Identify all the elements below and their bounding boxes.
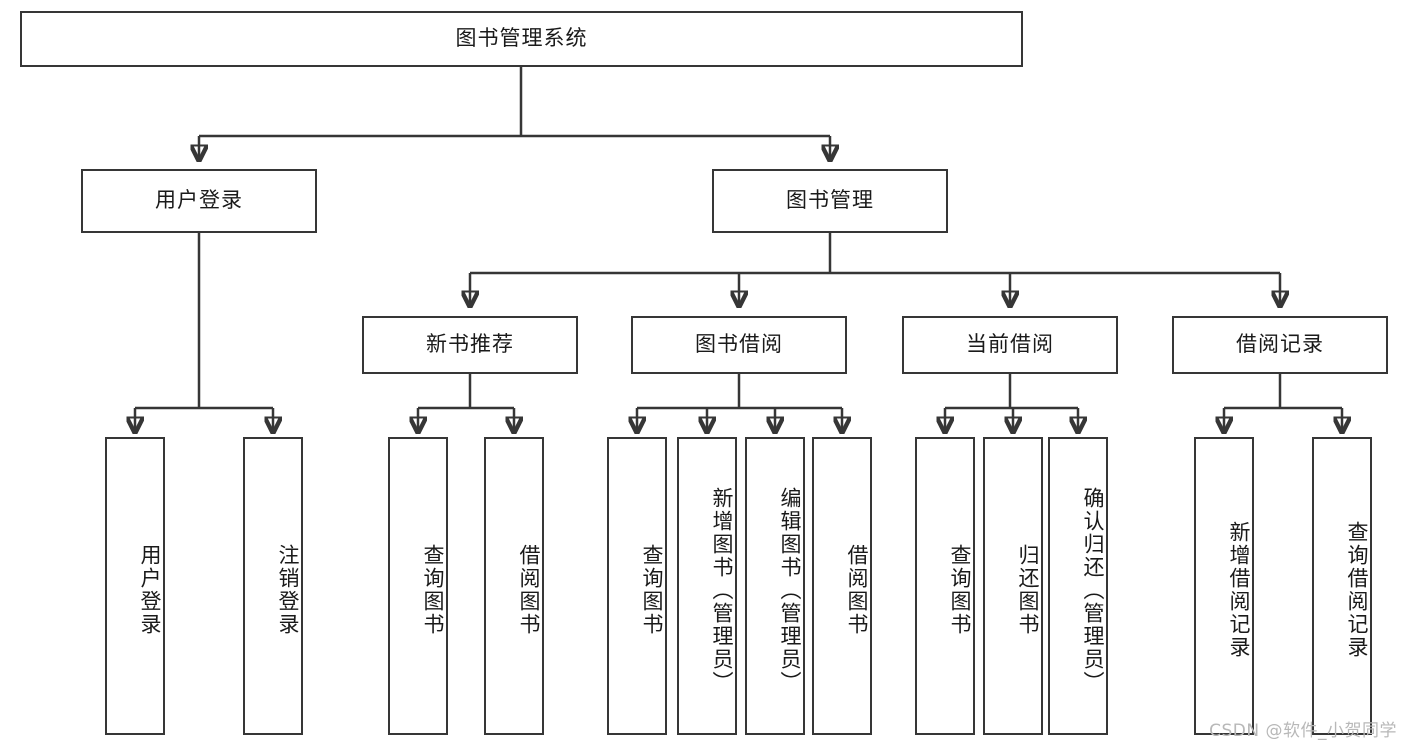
node-label: 图书管理系统 [455,26,588,51]
node-leaf-add-borrow-record[interactable]: 新增借阅记录 [1194,437,1254,735]
node-borrow-record[interactable]: 借阅记录 [1172,316,1388,374]
node-leaf-query-book-borrow[interactable]: 查询图书 [607,437,667,735]
node-label: 用户登录 [155,188,243,213]
node-leaf-query-book-current[interactable]: 查询图书 [915,437,975,735]
node-label: 借阅图书 [845,544,869,636]
node-leaf-add-book-admin[interactable]: 新增图书（管理员） [677,437,737,735]
node-leaf-query-borrow-record[interactable]: 查询借阅记录 [1312,437,1372,735]
node-label: 编辑图书（管理员） [778,486,802,694]
node-new-book-recommend[interactable]: 新书推荐 [362,316,578,374]
node-leaf-user-login[interactable]: 用户登录 [105,437,165,735]
node-label: 新书推荐 [426,332,514,357]
node-label: 借阅记录 [1236,332,1324,357]
node-book-management[interactable]: 图书管理 [712,169,948,233]
node-leaf-borrow-book-recommend[interactable]: 借阅图书 [484,437,544,735]
node-label: 查询图书 [948,544,972,636]
node-book-borrow[interactable]: 图书借阅 [631,316,847,374]
node-label: 新增图书（管理员） [710,486,734,694]
node-label: 查询借阅记录 [1345,521,1369,659]
node-leaf-logout-login[interactable]: 注销登录 [243,437,303,735]
node-label: 新增借阅记录 [1227,521,1251,659]
node-leaf-query-book-recommend[interactable]: 查询图书 [388,437,448,735]
node-root-system[interactable]: 图书管理系统 [20,11,1023,67]
node-label: 归还图书 [1016,544,1040,636]
node-current-borrow[interactable]: 当前借阅 [902,316,1118,374]
node-label: 图书管理 [786,188,874,213]
node-leaf-return-book[interactable]: 归还图书 [983,437,1043,735]
node-label: 查询图书 [640,544,664,636]
node-label: 确认归还（管理员） [1081,486,1105,694]
node-leaf-confirm-return-admin[interactable]: 确认归还（管理员） [1048,437,1108,735]
node-label: 注销登录 [276,544,300,636]
node-label: 当前借阅 [966,332,1054,357]
node-leaf-borrow-book[interactable]: 借阅图书 [812,437,872,735]
node-leaf-edit-book-admin[interactable]: 编辑图书（管理员） [745,437,805,735]
node-label: 借阅图书 [517,544,541,636]
csdn-watermark: CSDN @软件_小贺同学 [1209,721,1397,741]
node-label: 查询图书 [421,544,445,636]
node-user-login[interactable]: 用户登录 [81,169,317,233]
node-label: 用户登录 [138,544,162,636]
node-label: 图书借阅 [695,332,783,357]
